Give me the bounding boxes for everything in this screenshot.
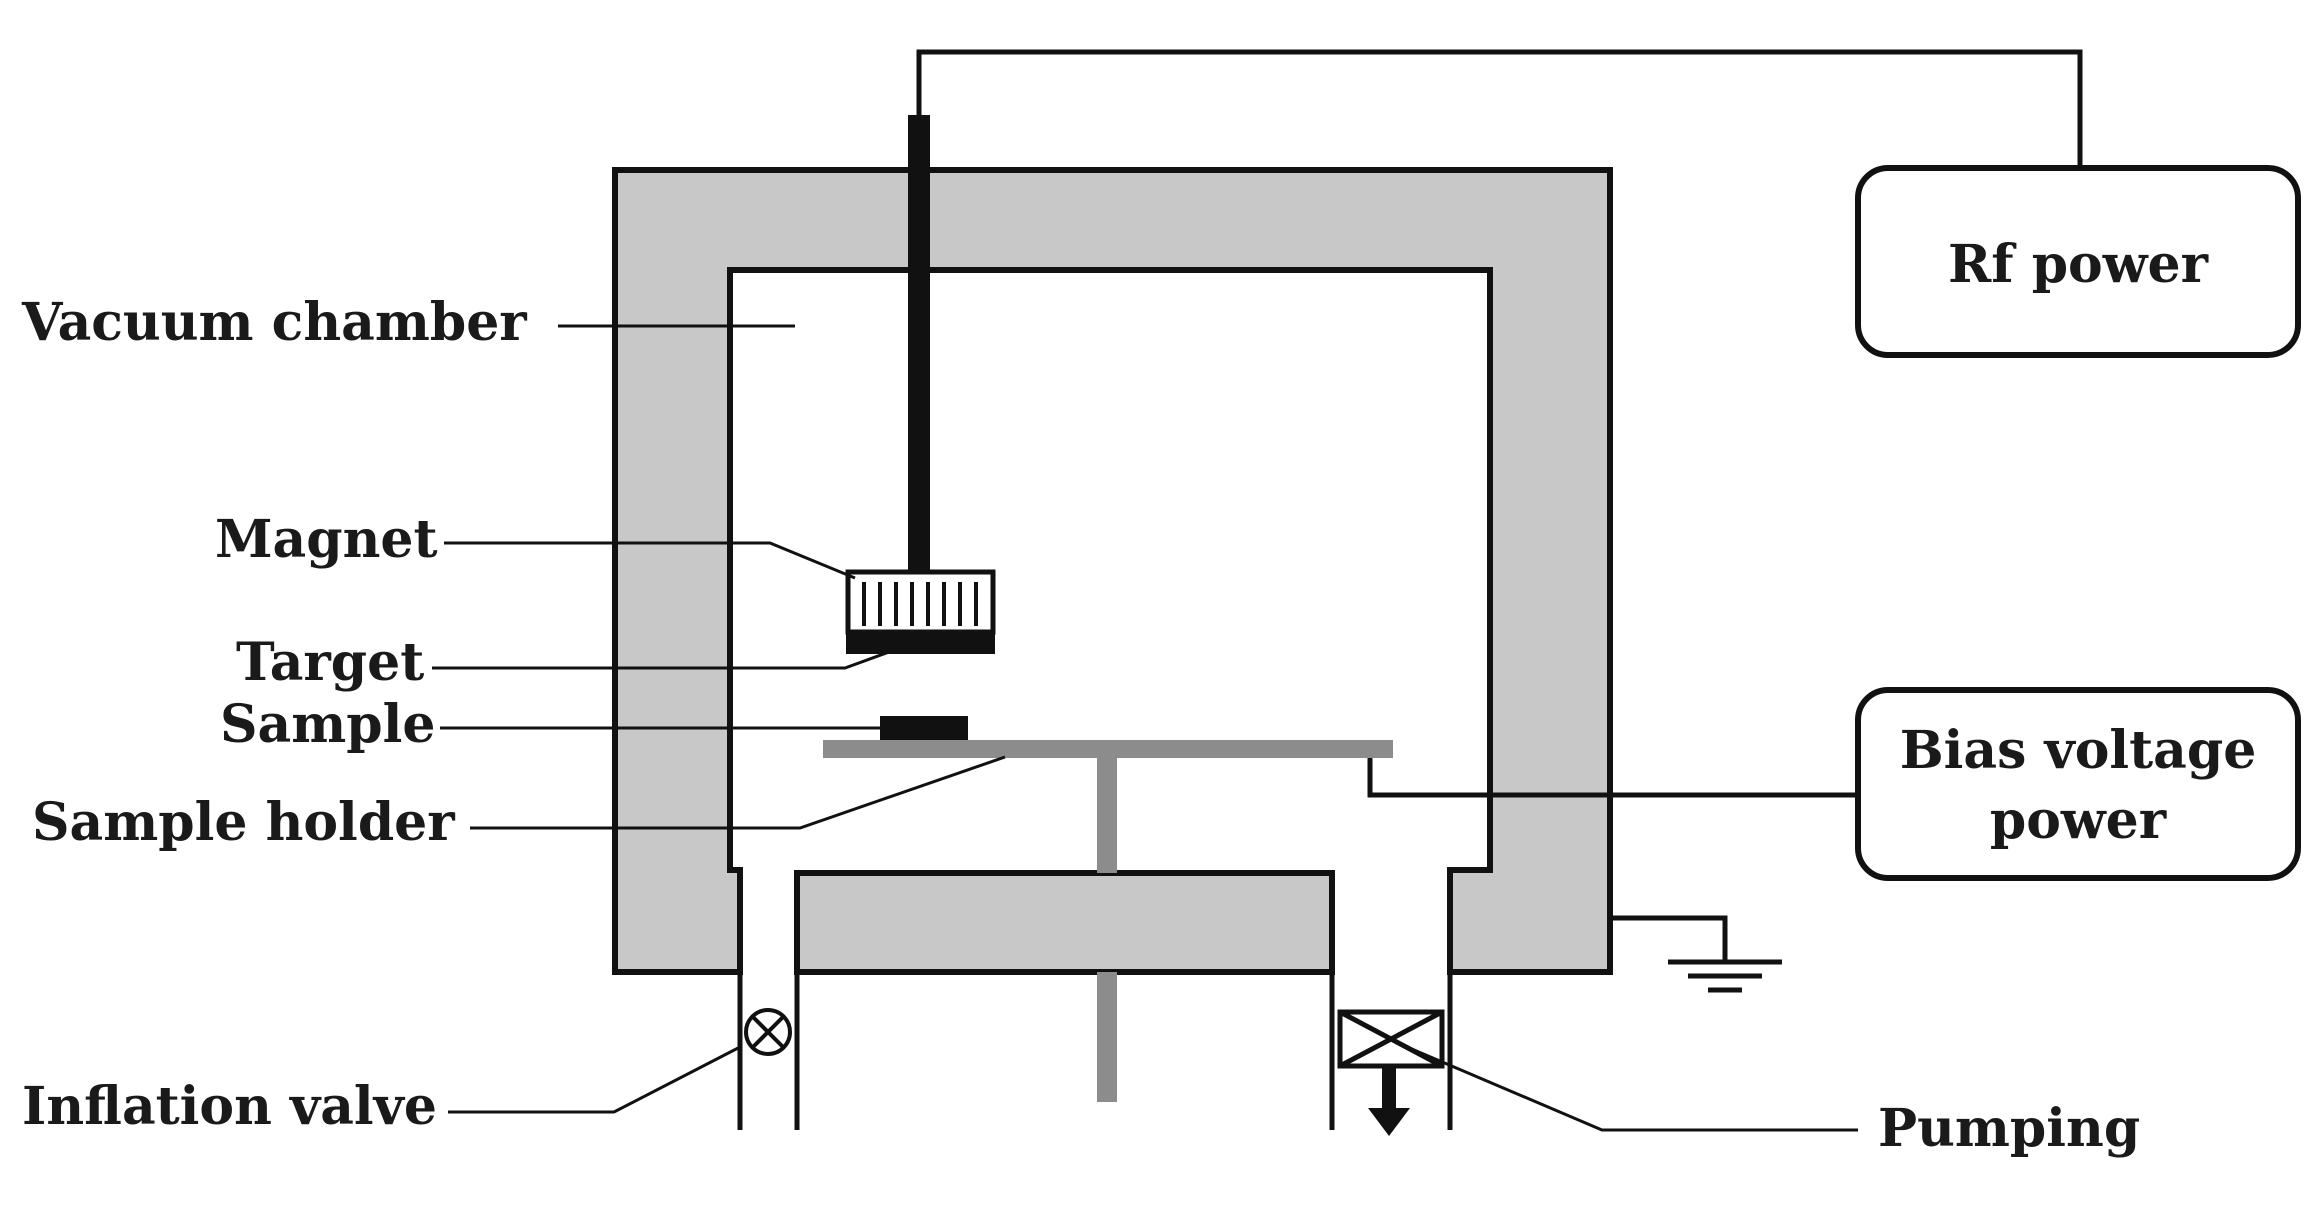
label-pumping: Pumping: [1878, 1098, 2140, 1159]
leader-magnet: [444, 541, 856, 580]
sample-holder-stem: [1097, 758, 1117, 873]
sample-holder-stem-lower: [1097, 972, 1117, 1102]
bias-voltage-wire: [1367, 758, 1858, 798]
inflation-valve-icon: [744, 1008, 792, 1056]
label-magnet: Magnet: [215, 509, 438, 570]
rf-power-wire: [916, 49, 2083, 168]
magnet-assembly: [845, 569, 996, 635]
ground-icon: [1610, 915, 1782, 993]
rf-power-box: [1855, 165, 2301, 358]
label-sample: Sample: [220, 694, 435, 755]
bias-voltage-label-line2: power: [1990, 790, 2167, 851]
label-vacuum-chamber: Vacuum chamber: [21, 292, 527, 353]
label-sample-holder: Sample holder: [32, 792, 455, 853]
leader-target: [432, 646, 901, 670]
bias-voltage-label-line1: Bias voltage: [1900, 720, 2257, 781]
rf-power-label: Rf power: [1948, 234, 2209, 295]
label-target: Target: [236, 632, 424, 693]
sample: [880, 716, 968, 740]
label-inflation-valve: Inflation valve: [22, 1076, 437, 1137]
sample-holder-plate: [823, 740, 1393, 758]
pumping-valve-icon: [1337, 1009, 1445, 1069]
bias-voltage-power-box: [1855, 687, 2301, 881]
leader-inflation-valve: [448, 1044, 743, 1114]
leader-sample-holder: [470, 755, 1006, 830]
chamber-base-block: [794, 870, 1335, 975]
pumping-arrow-icon: [1368, 1068, 1410, 1136]
rf-feed-rod: [908, 115, 930, 575]
target: [846, 632, 995, 654]
leader-pumping: [1399, 1042, 1858, 1132]
